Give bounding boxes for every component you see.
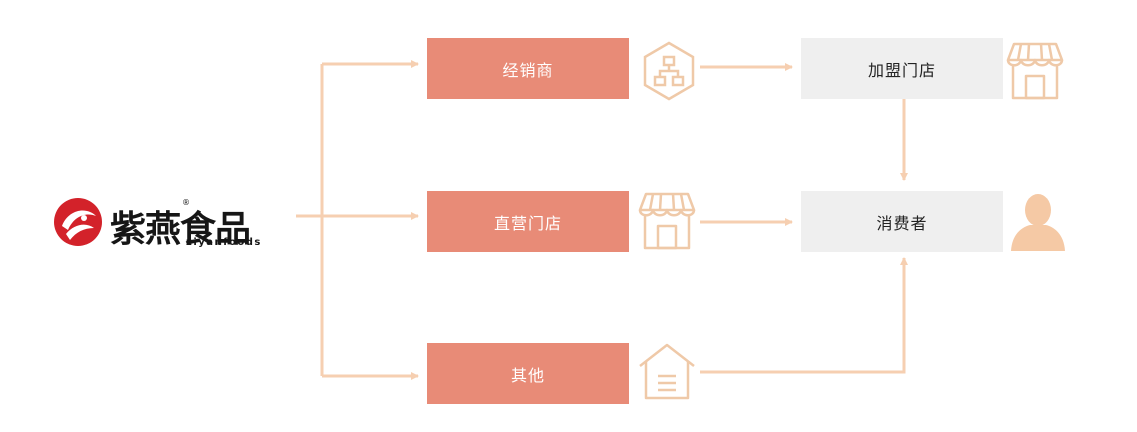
channel-other-box: 其他	[427, 343, 629, 404]
consumer-label: 消费者	[876, 213, 928, 233]
registered-mark: ®	[182, 198, 190, 207]
channel-direct-store-box: 直营门店	[427, 191, 629, 252]
channel-distributor-label: 经销商	[502, 60, 554, 80]
storefront-icon	[638, 192, 696, 250]
franchise-store-box: 加盟门店	[801, 38, 1003, 99]
house-document-icon	[639, 343, 695, 400]
channel-other-label: 其他	[510, 365, 545, 385]
network-hexagon-icon	[643, 41, 695, 101]
franchise-storefront-icon	[1006, 42, 1064, 100]
logo-wordmark: 紫燕食品	[110, 209, 251, 250]
logo-subtitle: ziyanfoods	[186, 237, 262, 248]
channel-direct-store-label: 直营门店	[493, 213, 562, 233]
franchise-store-label: 加盟门店	[867, 60, 936, 80]
arrow-other-to-consumer	[700, 257, 908, 374]
ziyan-logo: 紫燕食品 ® ziyanfoods	[52, 196, 302, 266]
person-icon	[1011, 194, 1065, 251]
ziyan-emblem-icon	[54, 198, 102, 246]
consumer-box: 消费者	[801, 191, 1003, 252]
channel-distributor-box: 经销商	[427, 38, 629, 99]
